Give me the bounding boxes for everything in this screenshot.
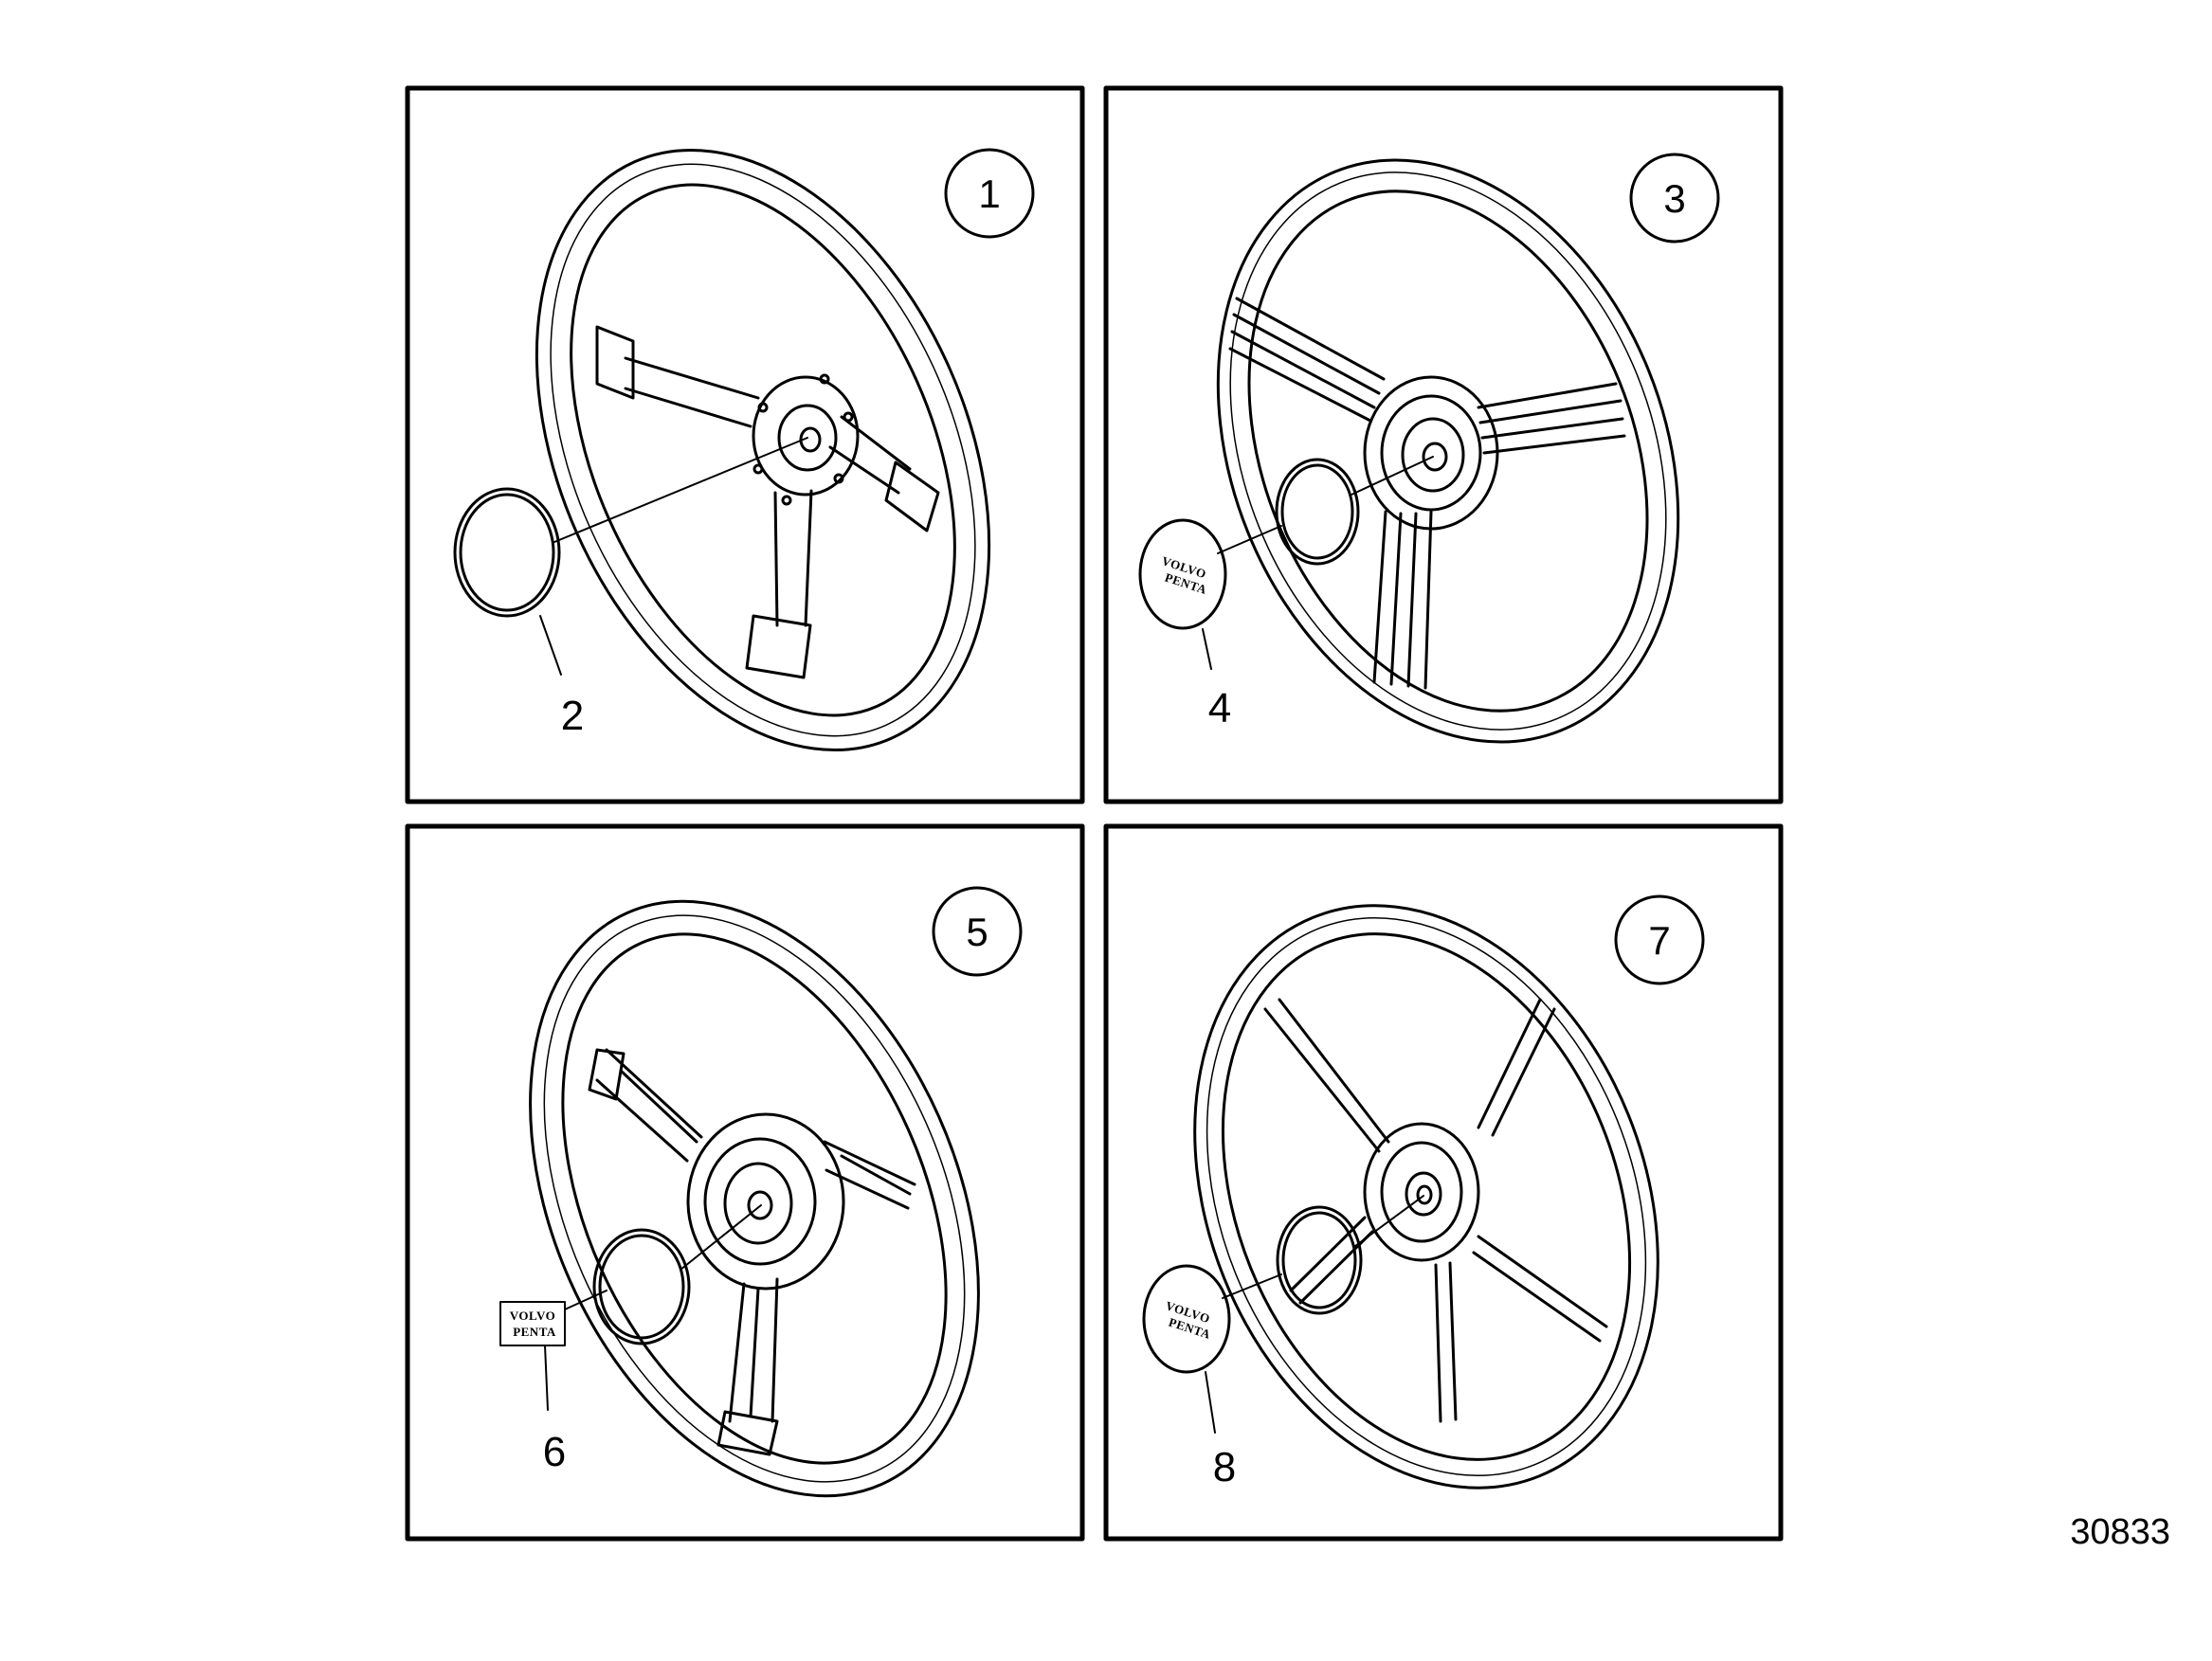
panel-5-callout-number: 5 xyxy=(966,910,988,954)
panel-1-horn-cap xyxy=(453,487,561,618)
panel-7-horn-cap xyxy=(1276,1205,1363,1315)
panel-5-horn-cap xyxy=(592,1228,691,1345)
panel-5-frame xyxy=(405,823,1085,1542)
panel-5-hub xyxy=(686,1112,845,1291)
panel-5-leader-line-hub xyxy=(680,1204,762,1271)
panel-5-logo-text-line2: PENTA xyxy=(513,1325,556,1339)
panel-1: 1 xyxy=(405,85,1085,804)
panel-5-leader-line-part xyxy=(544,1345,549,1411)
panel-5-spoke-right xyxy=(823,1140,916,1210)
panel-7-callout-circle xyxy=(1614,894,1705,985)
panel-5-logo-text-line1: VOLVO xyxy=(510,1309,555,1323)
panel-1-spoke-grip-right xyxy=(884,460,940,533)
panel-7-spoke-upper-right xyxy=(1477,998,1556,1137)
panel-7: 7 V xyxy=(1103,823,1784,1542)
panel-3-hub xyxy=(1363,375,1499,531)
panel-7-leader-line-logo xyxy=(1222,1273,1282,1299)
panel-5-spoke-lower xyxy=(728,1277,779,1423)
panel-3-frame xyxy=(1103,85,1784,804)
panel-1-frame xyxy=(405,85,1085,804)
panel-7-callout-number: 7 xyxy=(1648,918,1670,963)
panel-1-callout-circle xyxy=(944,148,1035,239)
panel-3-leader-line-hub xyxy=(1351,456,1434,496)
panel-1-part-number: 2 xyxy=(561,693,584,739)
document-number: 30833 xyxy=(2070,1512,2170,1552)
panel-7-spoke-upper-left xyxy=(1263,998,1390,1153)
panel-7-steering-wheel xyxy=(1193,904,1659,1489)
panel-3-spoke-right xyxy=(1477,382,1626,455)
panel-1-leader-line-hub xyxy=(553,437,808,543)
panel-3-logo-emblem: VOLVO PENTA xyxy=(1138,518,1227,630)
panel-3-part-number: 4 xyxy=(1208,685,1231,731)
panel-3-callout-circle xyxy=(1629,153,1720,244)
panel-5-leader-line-logo xyxy=(564,1290,607,1310)
panel-7-hub xyxy=(1363,1122,1480,1262)
panel-1-spoke-grip-upper xyxy=(595,325,635,400)
panel-3: 3 V xyxy=(1103,85,1784,804)
panel-7-leader-line-part xyxy=(1205,1371,1216,1434)
panel-1-hub xyxy=(752,373,860,506)
panel-5-callout-circle xyxy=(932,886,1023,977)
panel-3-spoke-lower xyxy=(1372,510,1433,690)
panel-3-leader-line-part xyxy=(1202,628,1212,670)
panel-3-spoke-upper xyxy=(1228,297,1386,423)
panel-5-spoke-grip-upper xyxy=(588,1048,626,1101)
panel-3-horn-cap xyxy=(1275,458,1360,566)
panel-1-spoke-right xyxy=(828,415,912,495)
panel-1-spoke-upper xyxy=(624,356,760,428)
panel-5: 5 xyxy=(405,823,1085,1542)
panel-5-spoke-grip-lower xyxy=(716,1410,779,1456)
panel-7-frame xyxy=(1103,823,1784,1542)
panel-1-leader-line-part xyxy=(539,615,562,676)
panel-7-logo-emblem: VOLVO PENTA xyxy=(1142,1264,1231,1374)
panel-1-spoke-grip-lower xyxy=(745,614,812,679)
panel-7-leader-line-hub xyxy=(1354,1195,1424,1247)
panel-7-part-number: 8 xyxy=(1213,1444,1236,1490)
panel-1-spoke-lower xyxy=(773,489,813,627)
panel-1-callout-number: 1 xyxy=(978,172,1000,216)
panel-7-spoke-right xyxy=(1472,1235,1608,1343)
panel-7-spoke-lower xyxy=(1434,1261,1458,1423)
panel-5-logo-emblem: VOLVO PENTA xyxy=(499,1301,566,1346)
panel-5-spoke-upper xyxy=(595,1048,703,1163)
panel-5-steering-wheel xyxy=(529,899,980,1498)
panel-3-leader-line-logo xyxy=(1217,525,1282,554)
panel-3-callout-number: 3 xyxy=(1663,176,1685,221)
panel-5-part-number: 6 xyxy=(543,1429,566,1475)
